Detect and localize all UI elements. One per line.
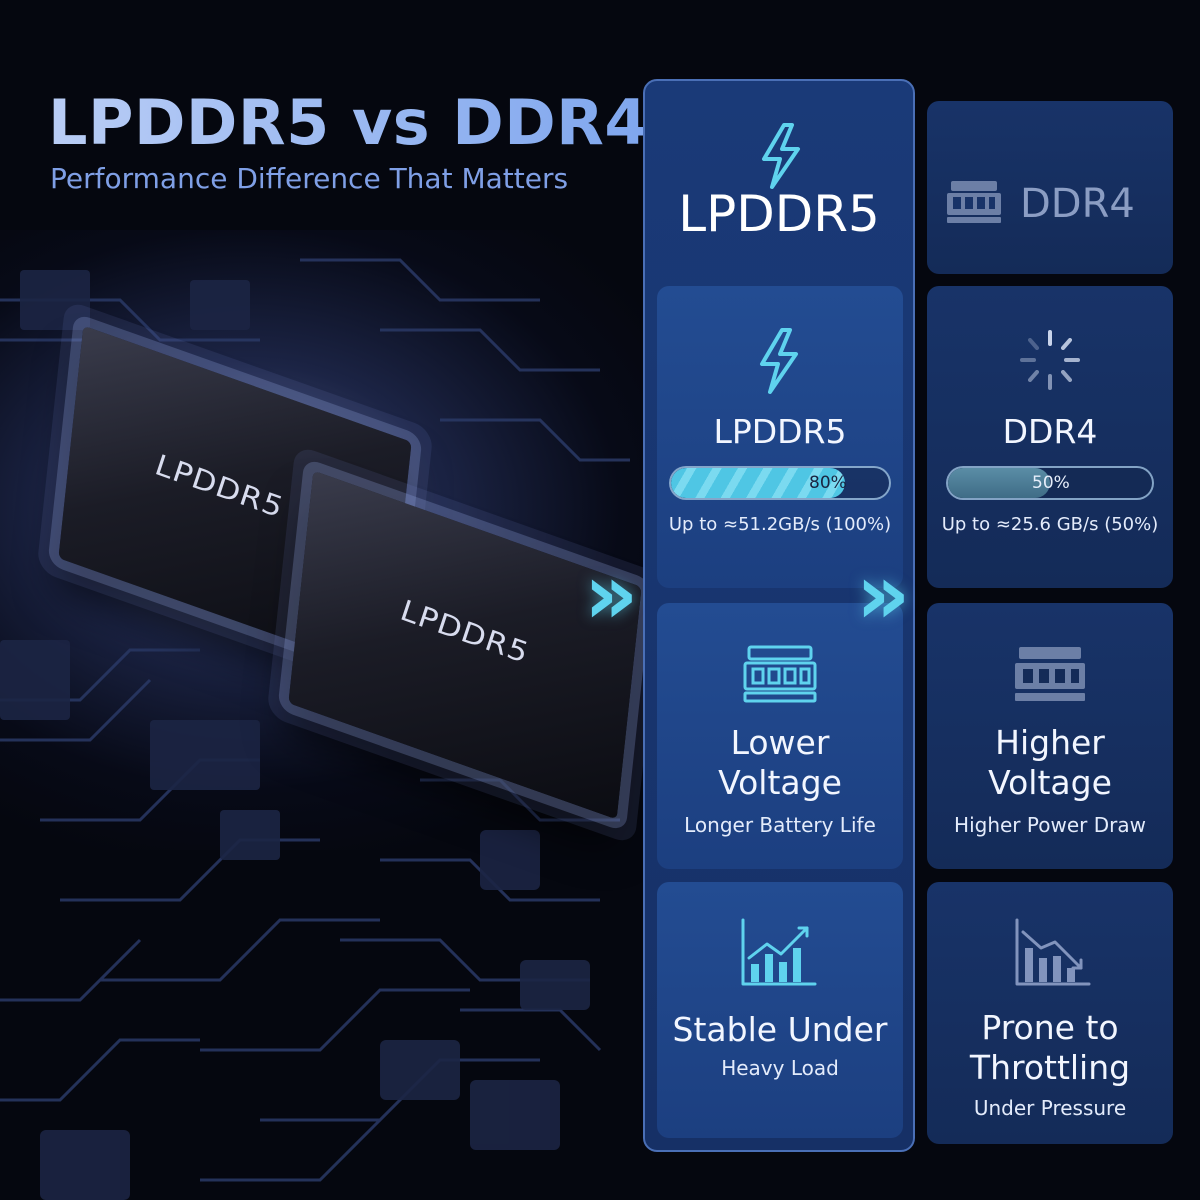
ddr4-header: DDR4	[1020, 181, 1135, 227]
chip-label: LPDDR5	[154, 447, 285, 527]
lpddr5-load-panel: Stable Under Heavy Load	[657, 882, 903, 1138]
loading-spinner-icon	[1020, 330, 1080, 390]
ddr4-voltage-title-line2: Voltage	[988, 763, 1112, 802]
ddr4-load-panel: Prone to Throttling Under Pressure	[927, 882, 1173, 1144]
ddr4-bandwidth-fill	[948, 468, 1050, 498]
memory-module-icon	[947, 181, 1001, 223]
page-title: LPDDR5 vs DDR4	[48, 86, 649, 159]
lightning-icon	[762, 123, 800, 189]
chart-down-icon	[1015, 918, 1091, 986]
ddr4-load-title-line2: Throttling	[969, 1048, 1131, 1087]
ddr4-voltage-panel: Higher Voltage Higher Power Draw	[927, 603, 1173, 869]
lpddr5-speed-title: LPDDR5	[713, 412, 847, 451]
lpddr5-load-title: Stable Under	[672, 1010, 888, 1049]
chevron-right-icon: »	[856, 545, 911, 643]
ddr4-speed-caption: Up to ≈25.6 GB/s (50%)	[941, 514, 1159, 535]
lpddr5-speed-caption: Up to ≈51.2GB/s (100%)	[668, 514, 892, 535]
lpddr5-speed-panel: LPDDR5 80% Up to ≈51.2GB/s (100%)	[657, 286, 903, 588]
ddr4-bandwidth-bar: 50%	[946, 466, 1154, 500]
ddr4-speed-panel: DDR4 50% Up to ≈25.6 GB/s (50%)	[927, 286, 1173, 588]
page-subtitle: Performance Difference That Matters	[50, 162, 569, 195]
lpddr5-header: LPDDR5	[678, 185, 880, 243]
lpddr5-voltage-panel: Lower Voltage Longer Battery Life	[657, 603, 903, 869]
chevron-right-icon: »	[584, 545, 639, 643]
ddr4-load-title-line1: Prone to	[981, 1008, 1119, 1047]
ddr4-speed-title: DDR4	[1002, 412, 1098, 451]
ddr4-voltage-title-line1: Higher	[995, 723, 1105, 762]
lpddr5-voltage-caption: Longer Battery Life	[684, 813, 876, 837]
memory-module-icon	[743, 645, 817, 703]
ddr4-voltage-caption: Higher Power Draw	[954, 813, 1146, 837]
lpddr5-voltage-title-line2: Voltage	[718, 763, 842, 802]
lightning-icon	[760, 328, 798, 394]
lpddr5-percent-label: 80%	[809, 473, 847, 493]
lpddr5-bandwidth-bar: 80%	[669, 466, 891, 500]
chart-up-icon	[741, 918, 817, 986]
ddr4-percent-label: 50%	[1032, 473, 1070, 493]
lpddr5-load-caption: Heavy Load	[721, 1056, 839, 1080]
lpddr5-voltage-title-line1: Lower	[730, 723, 830, 762]
lpddr5-bandwidth-fill	[671, 468, 846, 498]
ddr4-header-panel: DDR4	[927, 101, 1173, 274]
memory-module-icon	[1015, 647, 1085, 701]
ddr4-load-caption: Under Pressure	[973, 1096, 1127, 1120]
chip-label: LPDDR5	[399, 593, 530, 672]
